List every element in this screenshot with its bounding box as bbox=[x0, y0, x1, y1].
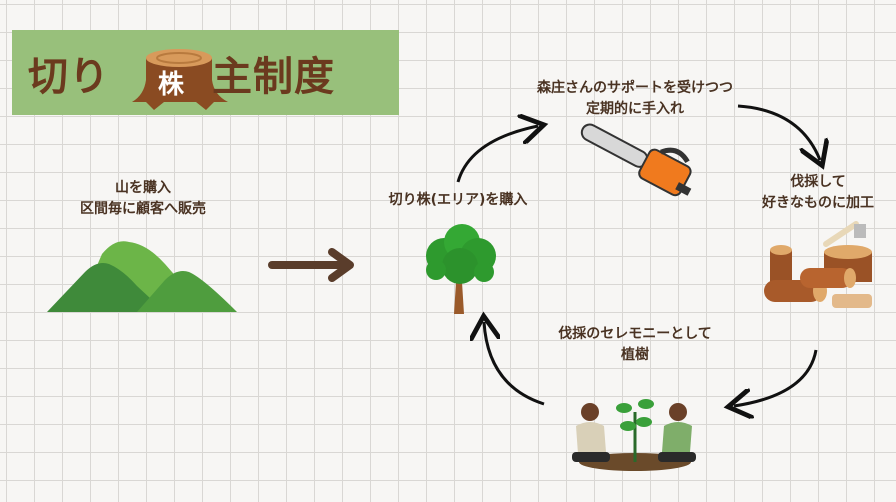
step-buy-mountain-label: 山を購入 区間毎に顧客へ販売 bbox=[58, 178, 228, 220]
title-banner: 切り 株 主制度 bbox=[12, 30, 399, 115]
step-logging-line2: 好きなものに加工 bbox=[762, 195, 874, 211]
step-maintenance-label: 森庄さんのサポートを受けつつ 定期的に手入れ bbox=[510, 78, 760, 120]
tree-icon bbox=[426, 224, 496, 314]
step-buy-mountain-line2: 区間毎に顧客へ販売 bbox=[80, 201, 206, 217]
step-planting-line2: 植樹 bbox=[621, 347, 649, 363]
mountain-icon bbox=[47, 241, 237, 312]
title-part2: 主制度 bbox=[212, 54, 335, 100]
step-buy-stump-line1: 切り株(エリア)を購入 bbox=[388, 192, 528, 208]
step-planting-line1: 伐採のセレモニーとして bbox=[558, 326, 712, 342]
title-part1: 切り bbox=[28, 54, 110, 100]
step-logging-label: 伐採して 好きなものに加工 bbox=[748, 172, 888, 214]
step-planting-label: 伐採のセレモニーとして 植樹 bbox=[530, 324, 740, 366]
title-highlight: 株 bbox=[158, 70, 185, 100]
right-arrow-icon bbox=[268, 248, 354, 282]
chainsaw-icon bbox=[580, 123, 692, 197]
step-logging-line1: 伐採して bbox=[790, 174, 846, 190]
step-buy-mountain-line1: 山を購入 bbox=[115, 180, 171, 196]
planting-people-icon bbox=[572, 399, 696, 471]
stump-icon bbox=[132, 49, 228, 110]
step-maintenance-line1: 森庄さんのサポートを受けつつ bbox=[537, 80, 733, 96]
step-maintenance-line2: 定期的に手入れ bbox=[586, 101, 684, 117]
step-buy-stump-label: 切り株(エリア)を購入 bbox=[368, 190, 548, 211]
logs-icon bbox=[764, 221, 872, 308]
